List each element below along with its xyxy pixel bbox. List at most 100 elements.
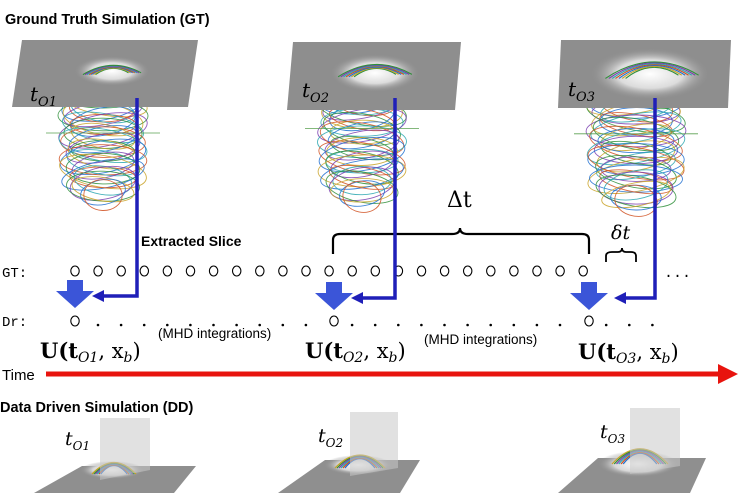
field-line <box>595 155 677 190</box>
field-line <box>70 106 136 137</box>
field-line <box>586 128 686 166</box>
gt-sample-circle <box>347 265 357 277</box>
dd-panel-2: tO2 <box>278 412 420 493</box>
block-arrow-1 <box>56 280 94 308</box>
gt-row-ellipsis: ... <box>664 265 691 282</box>
block-arrow-2 <box>315 282 353 310</box>
dd-slice-plane-2 <box>350 412 398 476</box>
field-line <box>70 122 136 150</box>
surface-loops-2 <box>337 63 413 78</box>
dr-integration-dot <box>420 323 423 327</box>
field-line <box>320 158 404 190</box>
dd-base-plane-1 <box>34 466 196 493</box>
small-delta-t-brace: δt <box>605 222 637 262</box>
field-line <box>599 169 673 195</box>
dr-integration-dot <box>535 323 539 327</box>
gt-sample-circle <box>116 265 126 277</box>
dr-integration-dot <box>558 323 562 327</box>
field-line <box>326 137 398 166</box>
block-arrow-3 <box>570 282 608 310</box>
field-line <box>592 116 680 152</box>
field-line <box>65 152 141 185</box>
mhd-label-2: (MHD integrations) <box>424 332 537 347</box>
dr-row-label: Dr: <box>2 315 27 331</box>
gt-bump-3 <box>590 48 710 100</box>
time-axis-arrow <box>46 364 738 384</box>
gt-sample-row <box>70 265 588 277</box>
field-line <box>595 174 677 209</box>
gt-sample-circle <box>509 265 519 277</box>
dd-panel-1: tO1 <box>34 418 196 493</box>
surface-loop <box>348 66 402 78</box>
gt-panel-3: tO3 <box>558 40 731 217</box>
surface-loop <box>621 65 683 79</box>
field-line <box>60 126 146 158</box>
dr-integration-dot <box>235 323 238 327</box>
surface-loop <box>351 67 399 78</box>
surface-loop <box>615 64 689 79</box>
dr-integration-dot <box>628 323 631 327</box>
field-line <box>71 176 135 203</box>
gt-sample-circle <box>162 265 173 277</box>
gt-sample-circle <box>70 265 80 277</box>
field-line <box>601 180 671 209</box>
field-line <box>318 136 406 173</box>
gt-sample-circle <box>185 265 196 277</box>
delta-t-label: Δt <box>447 188 472 213</box>
field-line <box>342 180 382 213</box>
dd-panel-3: tO3 <box>558 408 706 493</box>
gt-sample-circle <box>208 265 219 277</box>
gt-sample-circle <box>439 265 450 277</box>
dr-sample-row <box>70 315 654 327</box>
surface-loop <box>340 64 410 78</box>
time-label-o2: tO2 <box>302 78 329 106</box>
gt-title: Ground Truth Simulation (GT) <box>5 12 210 28</box>
delta-t-brace: Δt <box>331 188 591 254</box>
field-line <box>598 171 674 205</box>
surface-loop <box>345 65 405 78</box>
surface-loop <box>605 61 699 79</box>
field-line <box>317 154 407 188</box>
surface-loop <box>337 63 413 78</box>
field-line <box>600 123 672 152</box>
field-line <box>319 121 405 156</box>
gt-sample-circle <box>231 265 242 277</box>
gt-bump-2 <box>330 54 420 92</box>
time-label-o3: tO3 <box>568 77 595 105</box>
extracted-slice-label: Extracted Slice <box>141 233 242 249</box>
field-line <box>317 125 407 159</box>
gt-sample-circle <box>416 265 427 277</box>
dr-integration-dot <box>350 323 354 327</box>
u-label-1: U(tO1, xb) <box>40 338 141 366</box>
dr-integration-dot <box>142 323 146 327</box>
surface-loop <box>611 63 693 79</box>
field-line <box>325 150 399 185</box>
slice-arrow-1 <box>92 98 139 302</box>
field-line <box>589 125 683 162</box>
dr-integration-dot <box>212 323 215 327</box>
surface-loops-1 <box>82 64 142 76</box>
gt-sample-circle <box>555 265 565 277</box>
field-line <box>587 143 685 176</box>
dr-observation-circle <box>584 315 594 327</box>
field-line <box>80 178 126 206</box>
dr-integration-dot <box>651 323 654 327</box>
u-label-3: U(tO3, xb) <box>578 339 679 367</box>
surface-loop <box>608 62 696 79</box>
gt-row-label: GT: <box>2 266 27 282</box>
dd-time-label-o2: tO2 <box>318 425 343 450</box>
time-axis-label: Time <box>2 367 35 384</box>
dr-integration-dot <box>166 323 169 327</box>
dr-integration-dot <box>96 323 100 327</box>
surface-loop <box>625 66 679 79</box>
field-line <box>587 156 685 194</box>
u-label-2: U(tO2, xb) <box>305 338 406 366</box>
gt-sample-circle <box>532 265 542 277</box>
dd-slice-plane-1 <box>100 418 150 480</box>
field-line <box>83 179 123 211</box>
dr-integration-dot <box>443 323 446 327</box>
mhd-label-1: (MHD integrations) <box>158 326 271 341</box>
gt-sample-circle <box>301 265 311 277</box>
gt-sample-circle <box>255 265 265 277</box>
